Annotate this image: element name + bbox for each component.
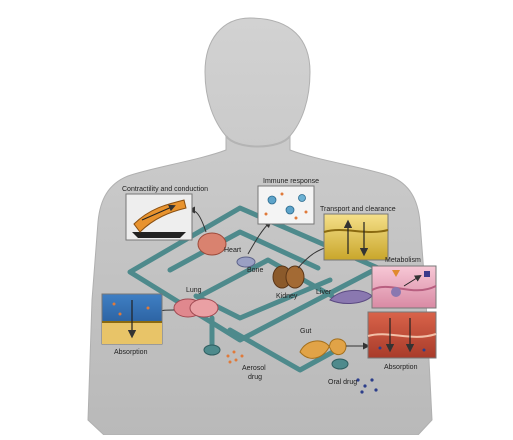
aerosol-particle xyxy=(227,355,230,358)
absorption-left-dot xyxy=(119,313,122,316)
immune-dot xyxy=(305,211,308,214)
aerosol-particle xyxy=(241,355,244,358)
bone-label: Bone xyxy=(247,267,263,274)
metabolism-title: Metabolism xyxy=(385,257,421,264)
heart-label: Heart xyxy=(224,247,241,254)
oral-particle xyxy=(363,384,366,387)
immune-frame xyxy=(258,186,314,224)
kidney-label: Kidney xyxy=(276,293,298,300)
absorption-left-dot xyxy=(113,303,116,306)
immune-cell xyxy=(286,206,294,214)
lung-right-lobe xyxy=(190,299,218,317)
immune-dot xyxy=(265,213,268,216)
oral-label: Oral drug xyxy=(328,379,357,386)
lung-label: Lung xyxy=(186,287,202,294)
aerosol-chamber xyxy=(204,345,220,355)
panel-immune: Immune response xyxy=(258,178,319,224)
oral-particle xyxy=(374,388,377,391)
oral-chamber xyxy=(332,359,348,369)
panel-transport: Transport and clearance xyxy=(320,206,396,260)
aerosol-label-line1: Aerosol xyxy=(242,365,266,372)
heart-chamber xyxy=(198,233,226,255)
oral-particle xyxy=(360,390,363,393)
transport-title: Transport and clearance xyxy=(320,206,396,213)
absorption-right-dot xyxy=(423,349,426,352)
immune-dot xyxy=(295,217,298,220)
immune-cell xyxy=(268,196,276,204)
metabolism-square xyxy=(424,271,430,277)
metabolism-cell xyxy=(391,287,401,297)
aerosol-label-line2: drug xyxy=(248,374,262,381)
aerosol-particle xyxy=(235,359,238,362)
immune-title: Immune response xyxy=(263,178,319,185)
absorption-right-label: Absorption xyxy=(384,364,418,371)
contractility-base xyxy=(132,232,186,238)
transport-frame xyxy=(324,214,388,260)
absorption-right-dot xyxy=(379,347,382,350)
aerosol-particle xyxy=(233,351,236,354)
absorption-left-dot xyxy=(147,307,150,310)
bone-chamber xyxy=(237,257,255,267)
oral-particle xyxy=(370,378,373,381)
gut-label: Gut xyxy=(300,328,311,335)
absorption-left-label: Absorption xyxy=(114,349,148,356)
immune-cell xyxy=(299,195,306,202)
aerosol-particle xyxy=(229,361,232,364)
contractility-title: Contractility and conduction xyxy=(122,186,208,193)
immune-dot xyxy=(281,193,284,196)
liver-label: Liver xyxy=(316,289,332,296)
kidney-right xyxy=(286,266,304,288)
